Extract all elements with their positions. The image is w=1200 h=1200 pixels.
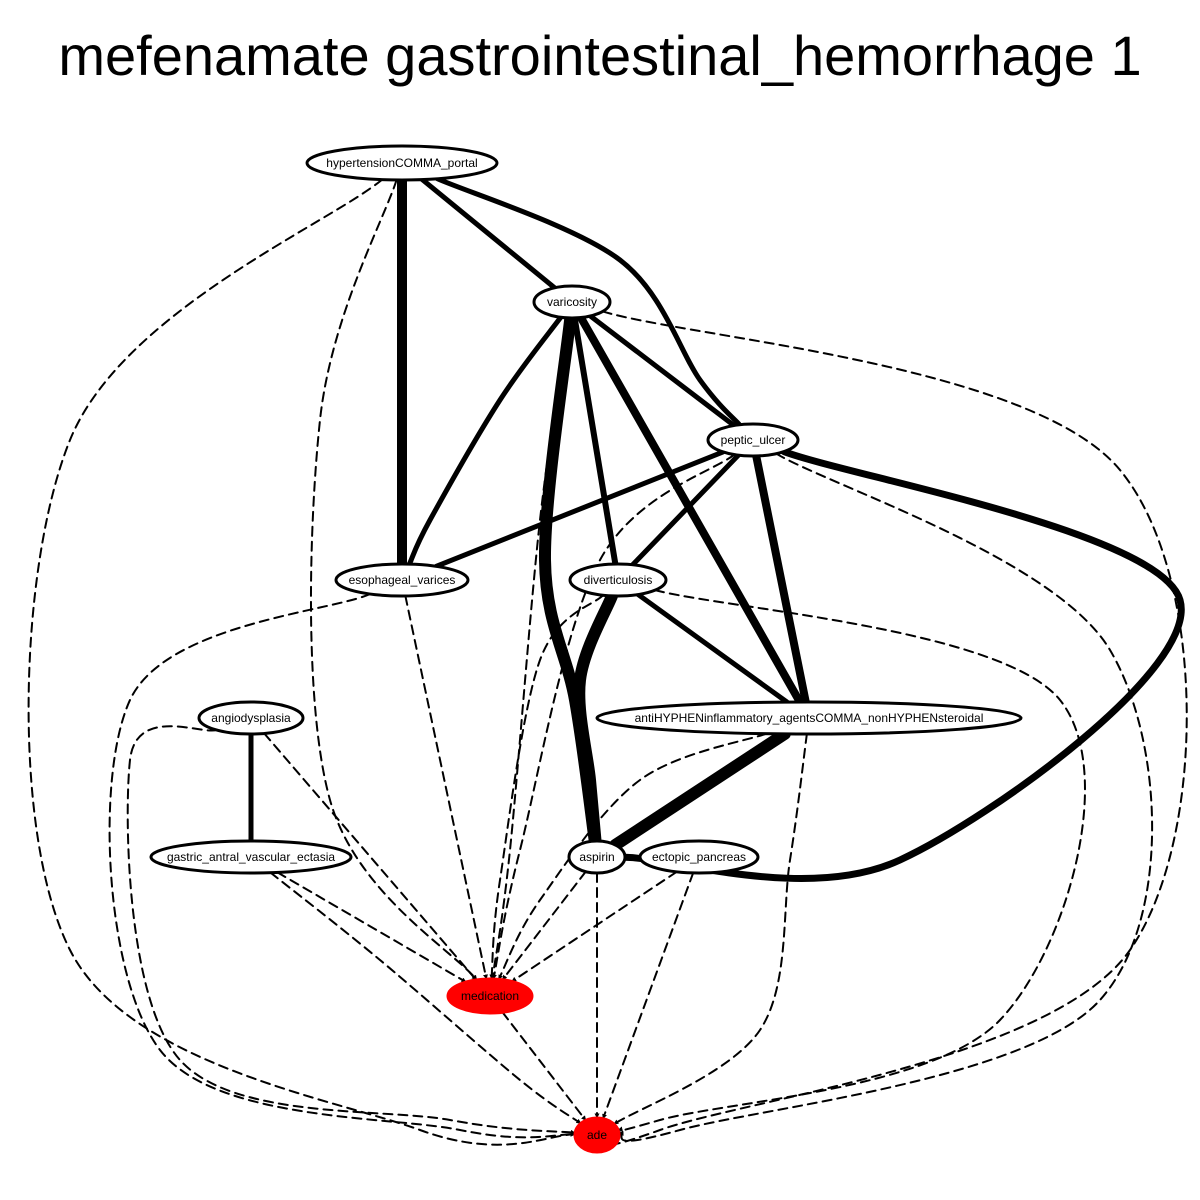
edge-nsaids-to-medication: [497, 732, 768, 981]
node-angiodysplasia: angiodysplasia: [197, 700, 305, 736]
node-shape: [638, 839, 760, 875]
edge-nsaids-to-ade: [612, 732, 808, 1126]
edge-peptic-ulcer-to-diverticulosis: [630, 452, 741, 568]
edge-varicosity-to-diverticulosis: [571, 314, 619, 568]
node-label: medication: [461, 989, 519, 1003]
edge-peptic-ulcer-to-ade: [617, 452, 1154, 1142]
edge-hypertension-portal-to-varicosity: [419, 177, 558, 291]
node-label: ade: [587, 1128, 607, 1142]
node-gave: gastric_antral_vascular_ectasia: [149, 839, 353, 875]
node-varicosity: varicosity: [532, 284, 612, 320]
edge-medication-to-ade: [501, 1011, 587, 1122]
edge-peptic-ulcer-to-aspirin: [621, 448, 1185, 882]
edge-peptic-ulcer-to-medication: [491, 453, 736, 981]
edges-layer: [27, 175, 1188, 1146]
node-aspirin: aspirin: [567, 839, 627, 875]
edge-angiodysplasia-to-medication: [263, 732, 478, 981]
node-medication: medication: [446, 977, 534, 1015]
node-shape: [573, 1116, 621, 1154]
node-shape: [532, 284, 612, 320]
edge-peptic-ulcer-to-nsaids: [752, 451, 810, 707]
nodes-layer: hypertensionCOMMA_portal varicosity peptic…: [149, 144, 1023, 1154]
node-shape: [567, 839, 627, 875]
node-shape: [446, 977, 534, 1015]
node-label: aspirin: [579, 850, 614, 864]
node-ade: ade: [573, 1116, 621, 1154]
edge-gave-to-medication: [276, 871, 468, 984]
edge-varicosity-to-esophageal-varices: [406, 314, 564, 567]
node-label: angiodysplasia: [211, 711, 291, 725]
edge-varicosity-to-nsaids: [576, 313, 804, 707]
edge-aspirin-to-medication: [501, 870, 587, 981]
node-label: antiHYPHENinflammatory_agentsCOMMA_nonHY…: [635, 711, 984, 725]
edge-nsaids-to-aspirin: [609, 727, 791, 851]
node-label: diverticulosis: [584, 573, 653, 587]
edge-esophageal-varices-to-ade: [108, 593, 577, 1139]
edge-ectopic-pancreas-to-medication: [510, 870, 678, 983]
edge-varicosity-to-peptic-ulcer: [587, 313, 737, 428]
node-hypertension-portal: hypertensionCOMMA_portal: [305, 144, 499, 182]
node-shape: [149, 839, 353, 875]
node-shape: [706, 422, 800, 458]
edge-angiodysplasia-to-ade: [126, 725, 577, 1135]
graph-title: mefenamate gastrointestinal_hemorrhage 1: [58, 24, 1142, 87]
node-shape: [595, 700, 1023, 736]
node-shape: [305, 144, 499, 182]
node-ectopic-pancreas: ectopic_pancreas: [638, 839, 760, 875]
node-label: ectopic_pancreas: [652, 850, 746, 864]
node-label: varicosity: [547, 295, 597, 309]
node-label: esophageal_varices: [349, 573, 456, 587]
edge-hypertension-portal-to-medication: [309, 178, 478, 981]
edge-esophageal-varices-to-medication: [404, 594, 488, 981]
node-shape: [334, 562, 470, 598]
edge-hypertension-portal-to-ade: [27, 178, 577, 1146]
edge-hypertension-portal-to-peptic-ulcer: [434, 176, 743, 428]
edge-ectopic-pancreas-to-ade: [602, 871, 695, 1120]
edge-varicosity-to-medication: [490, 316, 571, 981]
node-shape: [568, 562, 668, 598]
node-nsaids: antiHYPHENinflammatory_agentsCOMMA_nonHY…: [595, 700, 1023, 736]
node-peptic-ulcer: peptic_ulcer: [706, 422, 800, 458]
edge-diverticulosis-to-nsaids: [635, 592, 790, 705]
node-esophageal-varices: esophageal_varices: [334, 562, 470, 598]
node-label: hypertensionCOMMA_portal: [326, 156, 477, 170]
node-shape: [197, 700, 305, 736]
edge-peptic-ulcer-to-esophageal-varices: [433, 449, 726, 569]
node-label: peptic_ulcer: [721, 433, 786, 447]
edge-diverticulosis-to-aspirin: [573, 589, 618, 848]
edge-gave-to-ade: [269, 871, 582, 1125]
edge-varicosity-to-ade: [601, 310, 1188, 1146]
edge-diverticulosis-to-ade: [616, 589, 1086, 1133]
edge-diverticulosis-to-medication: [489, 594, 605, 981]
node-label: gastric_antral_vascular_ectasia: [167, 850, 335, 864]
node-diverticulosis: diverticulosis: [568, 562, 668, 598]
